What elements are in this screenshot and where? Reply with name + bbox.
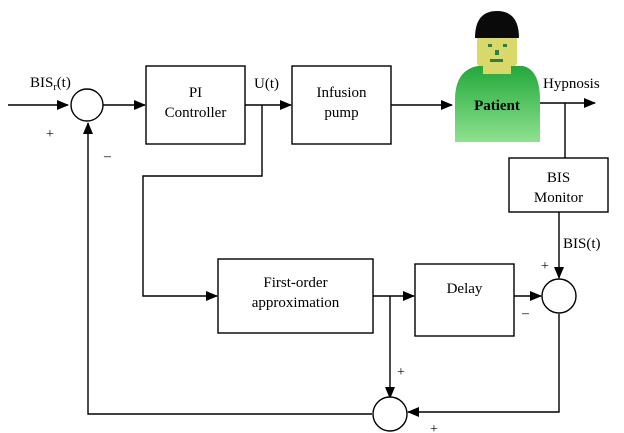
- first-order-approximation-block: First-order approximation: [217, 258, 374, 334]
- first-order-label-1: First-order: [263, 275, 327, 291]
- pi-controller-block: PI Controller: [145, 65, 246, 145]
- sum1-plus-sign: +: [46, 127, 54, 142]
- sum2-plus-sign: +: [541, 259, 549, 274]
- patient-hair: [475, 11, 519, 38]
- wire-feedback-to-sum1: [83, 122, 372, 415]
- patient-eye-right: [503, 44, 507, 47]
- bis-measured-label: BIS(t): [563, 236, 601, 252]
- sum3-plus-right-sign: +: [430, 422, 438, 433]
- delay-label: Delay: [447, 281, 483, 297]
- first-order-label-2: approximation: [252, 295, 340, 311]
- infusion-pump-label-2: pump: [324, 105, 358, 121]
- delay-block: Delay: [414, 263, 515, 337]
- control-signal-label: U(t): [254, 76, 279, 92]
- summing-junction-1: [70, 88, 104, 122]
- infusion-pump-block: Infusion pump: [291, 65, 392, 145]
- sum3-plus-top-sign: +: [397, 365, 405, 380]
- patient-nose: [495, 50, 499, 55]
- pi-controller-label-2: Controller: [165, 105, 227, 121]
- sum2-minus-sign: –: [521, 306, 530, 321]
- reference-input-label: BISr(t): [30, 75, 71, 93]
- summing-junction-2: [541, 278, 577, 314]
- hypnosis-label: Hypnosis: [543, 76, 600, 92]
- bis-monitor-label-2: Monitor: [534, 190, 583, 206]
- patient-label: Patient: [474, 98, 520, 114]
- sum1-minus-sign: –: [103, 149, 112, 164]
- patient-eye-left: [488, 44, 492, 47]
- patient-body: [455, 66, 540, 142]
- bis-monitor-label-1: BIS: [547, 170, 570, 186]
- patient-figure: Patient: [455, 11, 540, 142]
- patient-head: [477, 30, 517, 66]
- wire-control-branch: [142, 105, 263, 301]
- pi-controller-label-1: PI: [189, 85, 202, 101]
- wire-sum2-to-sum3: [407, 314, 560, 417]
- summing-junction-3: [372, 396, 408, 432]
- infusion-pump-label-1: Infusion: [317, 85, 367, 101]
- bis-monitor-block: BIS Monitor: [508, 157, 609, 213]
- patient-mouth: [490, 59, 503, 62]
